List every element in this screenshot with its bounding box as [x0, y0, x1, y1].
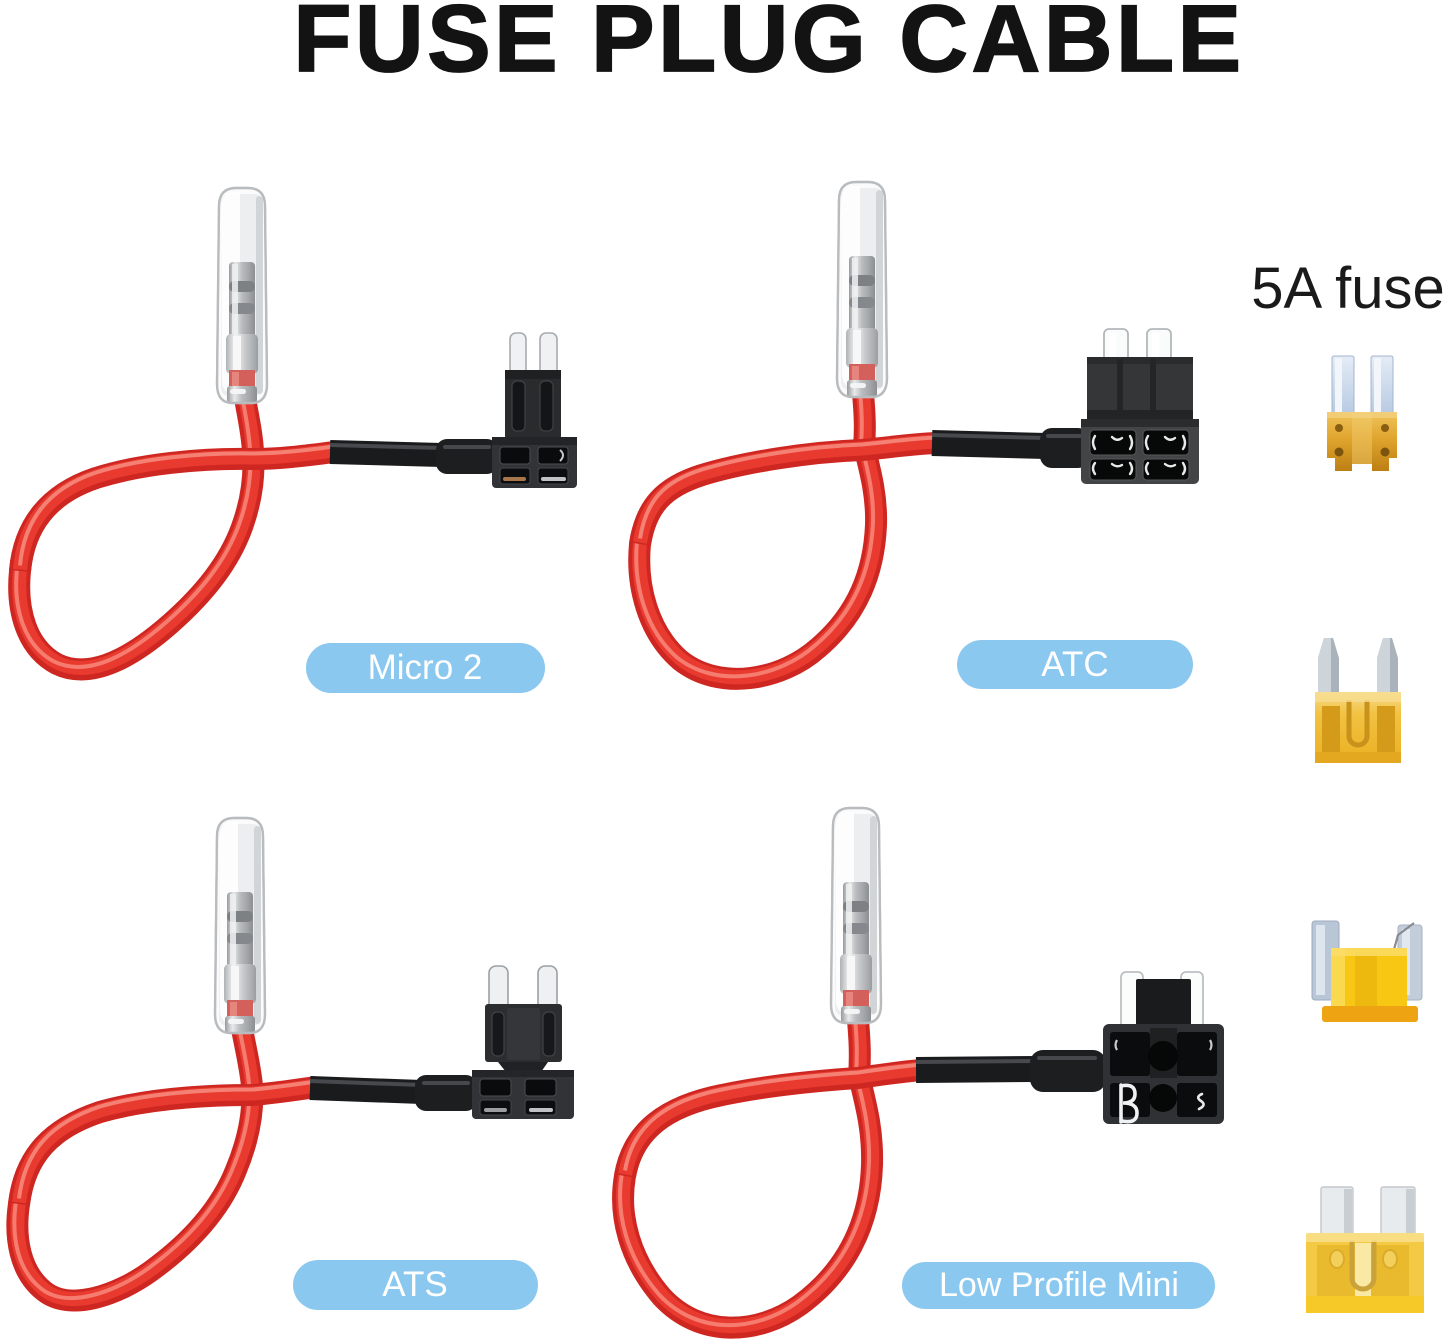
svg-text:FUSE PLUG CABLE: FUSE PLUG CABLE: [293, 0, 1244, 92]
svg-text:Micro 2: Micro 2: [368, 648, 483, 687]
svg-text:5A fuse: 5A fuse: [1251, 256, 1444, 321]
svg-text:ATC: ATC: [1041, 645, 1108, 684]
svg-text:Low Profile Mini: Low Profile Mini: [939, 1266, 1179, 1304]
svg-text:ATS: ATS: [382, 1265, 447, 1304]
